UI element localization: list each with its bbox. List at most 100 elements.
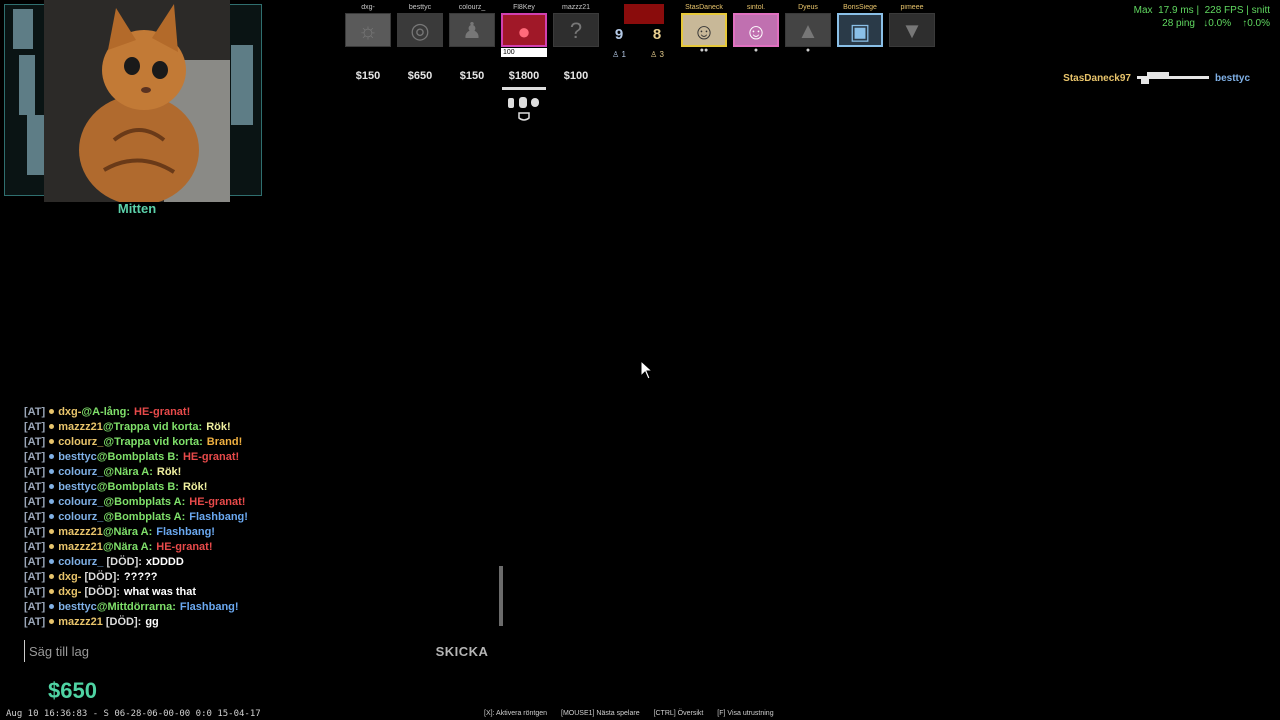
chat-team-tag: [AT]: [24, 601, 46, 613]
chat-location: @Bombplats A:: [103, 496, 186, 508]
chat-location: @Trappa vid korta:: [102, 421, 203, 433]
chat-location: @Bombplats B:: [96, 481, 179, 493]
team-dot-icon: [49, 469, 55, 474]
team-dot-icon: [49, 409, 55, 414]
team-dot-icon: [49, 574, 55, 579]
chat-message: [AT]colourz_ [DÖD]:xDDDD: [24, 555, 494, 570]
scoreboard-player-ct[interactable]: mazzz21 ?: [552, 4, 600, 47]
player-avatar: ♟: [449, 13, 495, 47]
mouse-cursor-icon: [640, 359, 654, 385]
scoreboard-player-t[interactable]: sintol. ☺ ●: [732, 4, 780, 54]
chat-team-tag: [AT]: [24, 466, 46, 478]
health-bar: 100: [501, 48, 547, 57]
player-name: colourz_: [458, 4, 486, 11]
chat-team-tag: [AT]: [24, 451, 46, 463]
chat-location: @Trappa vid korta:: [103, 436, 203, 448]
chat-text: Flashbang!: [179, 601, 239, 613]
chat-log: [AT]dxg-@A-lång:HE-granat![AT]mazzz21@Tr…: [24, 405, 494, 630]
player-avatar: ?: [553, 13, 599, 47]
chat-message: [AT]dxg- [DÖD]:?????: [24, 570, 494, 585]
player-money: $650: [407, 70, 433, 82]
chat-text: xDDDD: [145, 556, 184, 568]
netgraph-line-2: 28 ping ↓0.0% ↑0.0%: [1162, 18, 1270, 29]
chat-player-name: colourz_: [58, 511, 104, 523]
scoreboard-player-t[interactable]: BorisSiege ▣: [836, 4, 884, 47]
chat-team-tag: [AT]: [24, 511, 46, 523]
chat-message: [AT]dxg-@A-lång:HE-granat!: [24, 405, 494, 420]
chat-message: [AT]colourz_@Bombplats A:Flashbang!: [24, 510, 494, 525]
player-name: sintol.: [746, 4, 766, 11]
player-avatar: ▲: [785, 13, 831, 47]
chat-text: HE-granat!: [189, 496, 246, 508]
player-name: dxg-: [361, 4, 375, 11]
kit-icons: ●: [753, 47, 759, 54]
chat-message: [AT] mazzz21 [DÖD]:gg: [24, 615, 494, 630]
chat-player-name: besttyc: [58, 451, 97, 463]
team-dot-icon: [49, 514, 55, 519]
chat-text: HE-granat!: [156, 541, 213, 553]
chat-player-name: besttyc: [58, 481, 97, 493]
team-dot-icon: [49, 589, 55, 594]
chat-text: HE-granat!: [182, 451, 240, 463]
chat-location: @Bombplats B:: [96, 451, 179, 463]
team-dot-icon: [49, 619, 55, 624]
chat-player-name: colourz_: [58, 436, 104, 448]
chat-message: [AT]dxg- [DÖD]:what was that: [24, 585, 494, 600]
send-button[interactable]: SKICKA: [428, 640, 496, 662]
score-ct: 9: [614, 26, 624, 43]
player-name: besttyc: [408, 4, 432, 11]
radar-wall: [13, 9, 33, 49]
team-dot-icon: [49, 544, 55, 549]
scoreboard-player-t[interactable]: StasDaneck ☺ ●●: [680, 4, 728, 54]
player-avatar: ☺: [733, 13, 779, 47]
chat-player-name: mazzz21: [58, 541, 103, 553]
chat-text: what was that: [123, 586, 197, 598]
chat-team-tag: [AT]: [24, 496, 46, 508]
scoreboard-player-ct-observed[interactable]: Fl8Key ● 100: [500, 4, 548, 57]
equipment-icons: [500, 86, 548, 122]
kit-icons: ●: [805, 47, 811, 54]
scoreboard-player-ct[interactable]: besttyc ◎: [396, 4, 444, 47]
chat-team-tag: [AT]: [24, 406, 46, 418]
chat-text: Rök!: [156, 466, 182, 478]
chat-message: [AT]colourz_@Bombplats A:HE-granat!: [24, 495, 494, 510]
chat-text: Rök!: [206, 421, 231, 433]
chat-message: [AT] besttyc@Mittdörrarna:Flashbang!: [24, 600, 494, 615]
radar-wall: [27, 115, 45, 175]
scoreboard-player-t[interactable]: Dyeus ▲ ●: [784, 4, 832, 54]
chat-team-tag: [AT]: [24, 541, 46, 553]
player-money-hud: $650: [48, 678, 97, 703]
status-line: Aug 10 16:36:83 - S 06-28-06-00-00 0:0 1…: [6, 709, 261, 719]
chat-input[interactable]: [24, 640, 423, 662]
player-money: $1800: [508, 70, 540, 82]
hint-overview: [CTRL] Översikt: [653, 710, 704, 717]
scoreboard-player-ct[interactable]: dxg- ☼: [344, 4, 392, 47]
chat-text: HE-granat!: [134, 406, 191, 418]
chat-message: [AT] mazzz21@Nära A:HE-granat!: [24, 540, 494, 555]
scoreboard-player-t[interactable]: pimeee ▼: [888, 4, 936, 47]
chat-location: @Nära A:: [102, 526, 153, 538]
victim-name: besttyc: [1214, 72, 1250, 84]
chat-player-name: colourz_: [58, 556, 104, 568]
chat-text: Rök!: [182, 481, 208, 493]
chat-text: gg: [145, 616, 159, 628]
chat-player-name: besttyc: [58, 601, 97, 613]
chat-location: @Nära A:: [102, 541, 153, 553]
chat-player-name: colourz_: [58, 466, 104, 478]
player-name: BorisSiege: [843, 4, 877, 11]
hint-next-player: [MOUSE1] Nästa spelare: [561, 710, 640, 717]
chat-team-tag: [AT]: [24, 571, 46, 583]
team-dot-icon: [49, 484, 55, 489]
chat-scrollbar[interactable]: [499, 566, 503, 626]
chat-location: [DÖD]:: [81, 571, 120, 583]
chat-location: [DÖD]:: [102, 616, 142, 628]
spectator-hints: [X]: Aktivera röntgen [MOUSE1] Nästa spe…: [484, 710, 786, 717]
chat-player-name: mazzz21: [58, 616, 103, 628]
chat-team-tag: [AT]: [24, 616, 46, 628]
scoreboard-player-ct[interactable]: colourz_ ♟: [448, 4, 496, 47]
chat-message: [AT]colourz_@Trappa vid korta:Brand!: [24, 435, 494, 450]
chat-location: @Mittdörrarna:: [96, 601, 176, 613]
chat-team-tag: [AT]: [24, 421, 46, 433]
player-name: mazzz21: [561, 4, 590, 11]
player-avatar: ●: [501, 13, 547, 47]
